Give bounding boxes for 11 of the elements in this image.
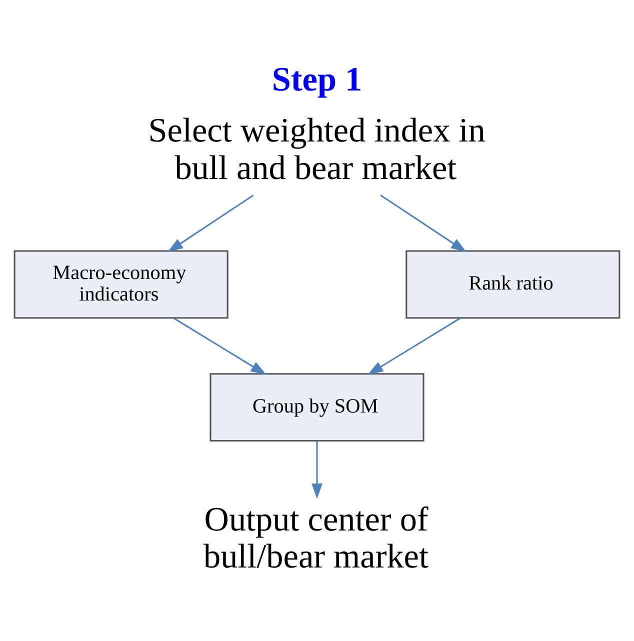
arrow — [368, 316, 461, 374]
node-box: Group by SOM — [210, 372, 424, 441]
arrow — [173, 316, 266, 374]
arrow — [168, 194, 254, 252]
arrow — [380, 194, 466, 252]
diagram-title: Step 1 — [272, 60, 362, 98]
node-text: Select weighted index in bull and bear market — [148, 112, 486, 186]
arrow — [312, 440, 322, 499]
node-text: Output center of bull/bear market — [203, 500, 428, 576]
node-box: Macro-economy indicators — [14, 250, 228, 318]
node-box: Rank ratio — [406, 250, 620, 318]
